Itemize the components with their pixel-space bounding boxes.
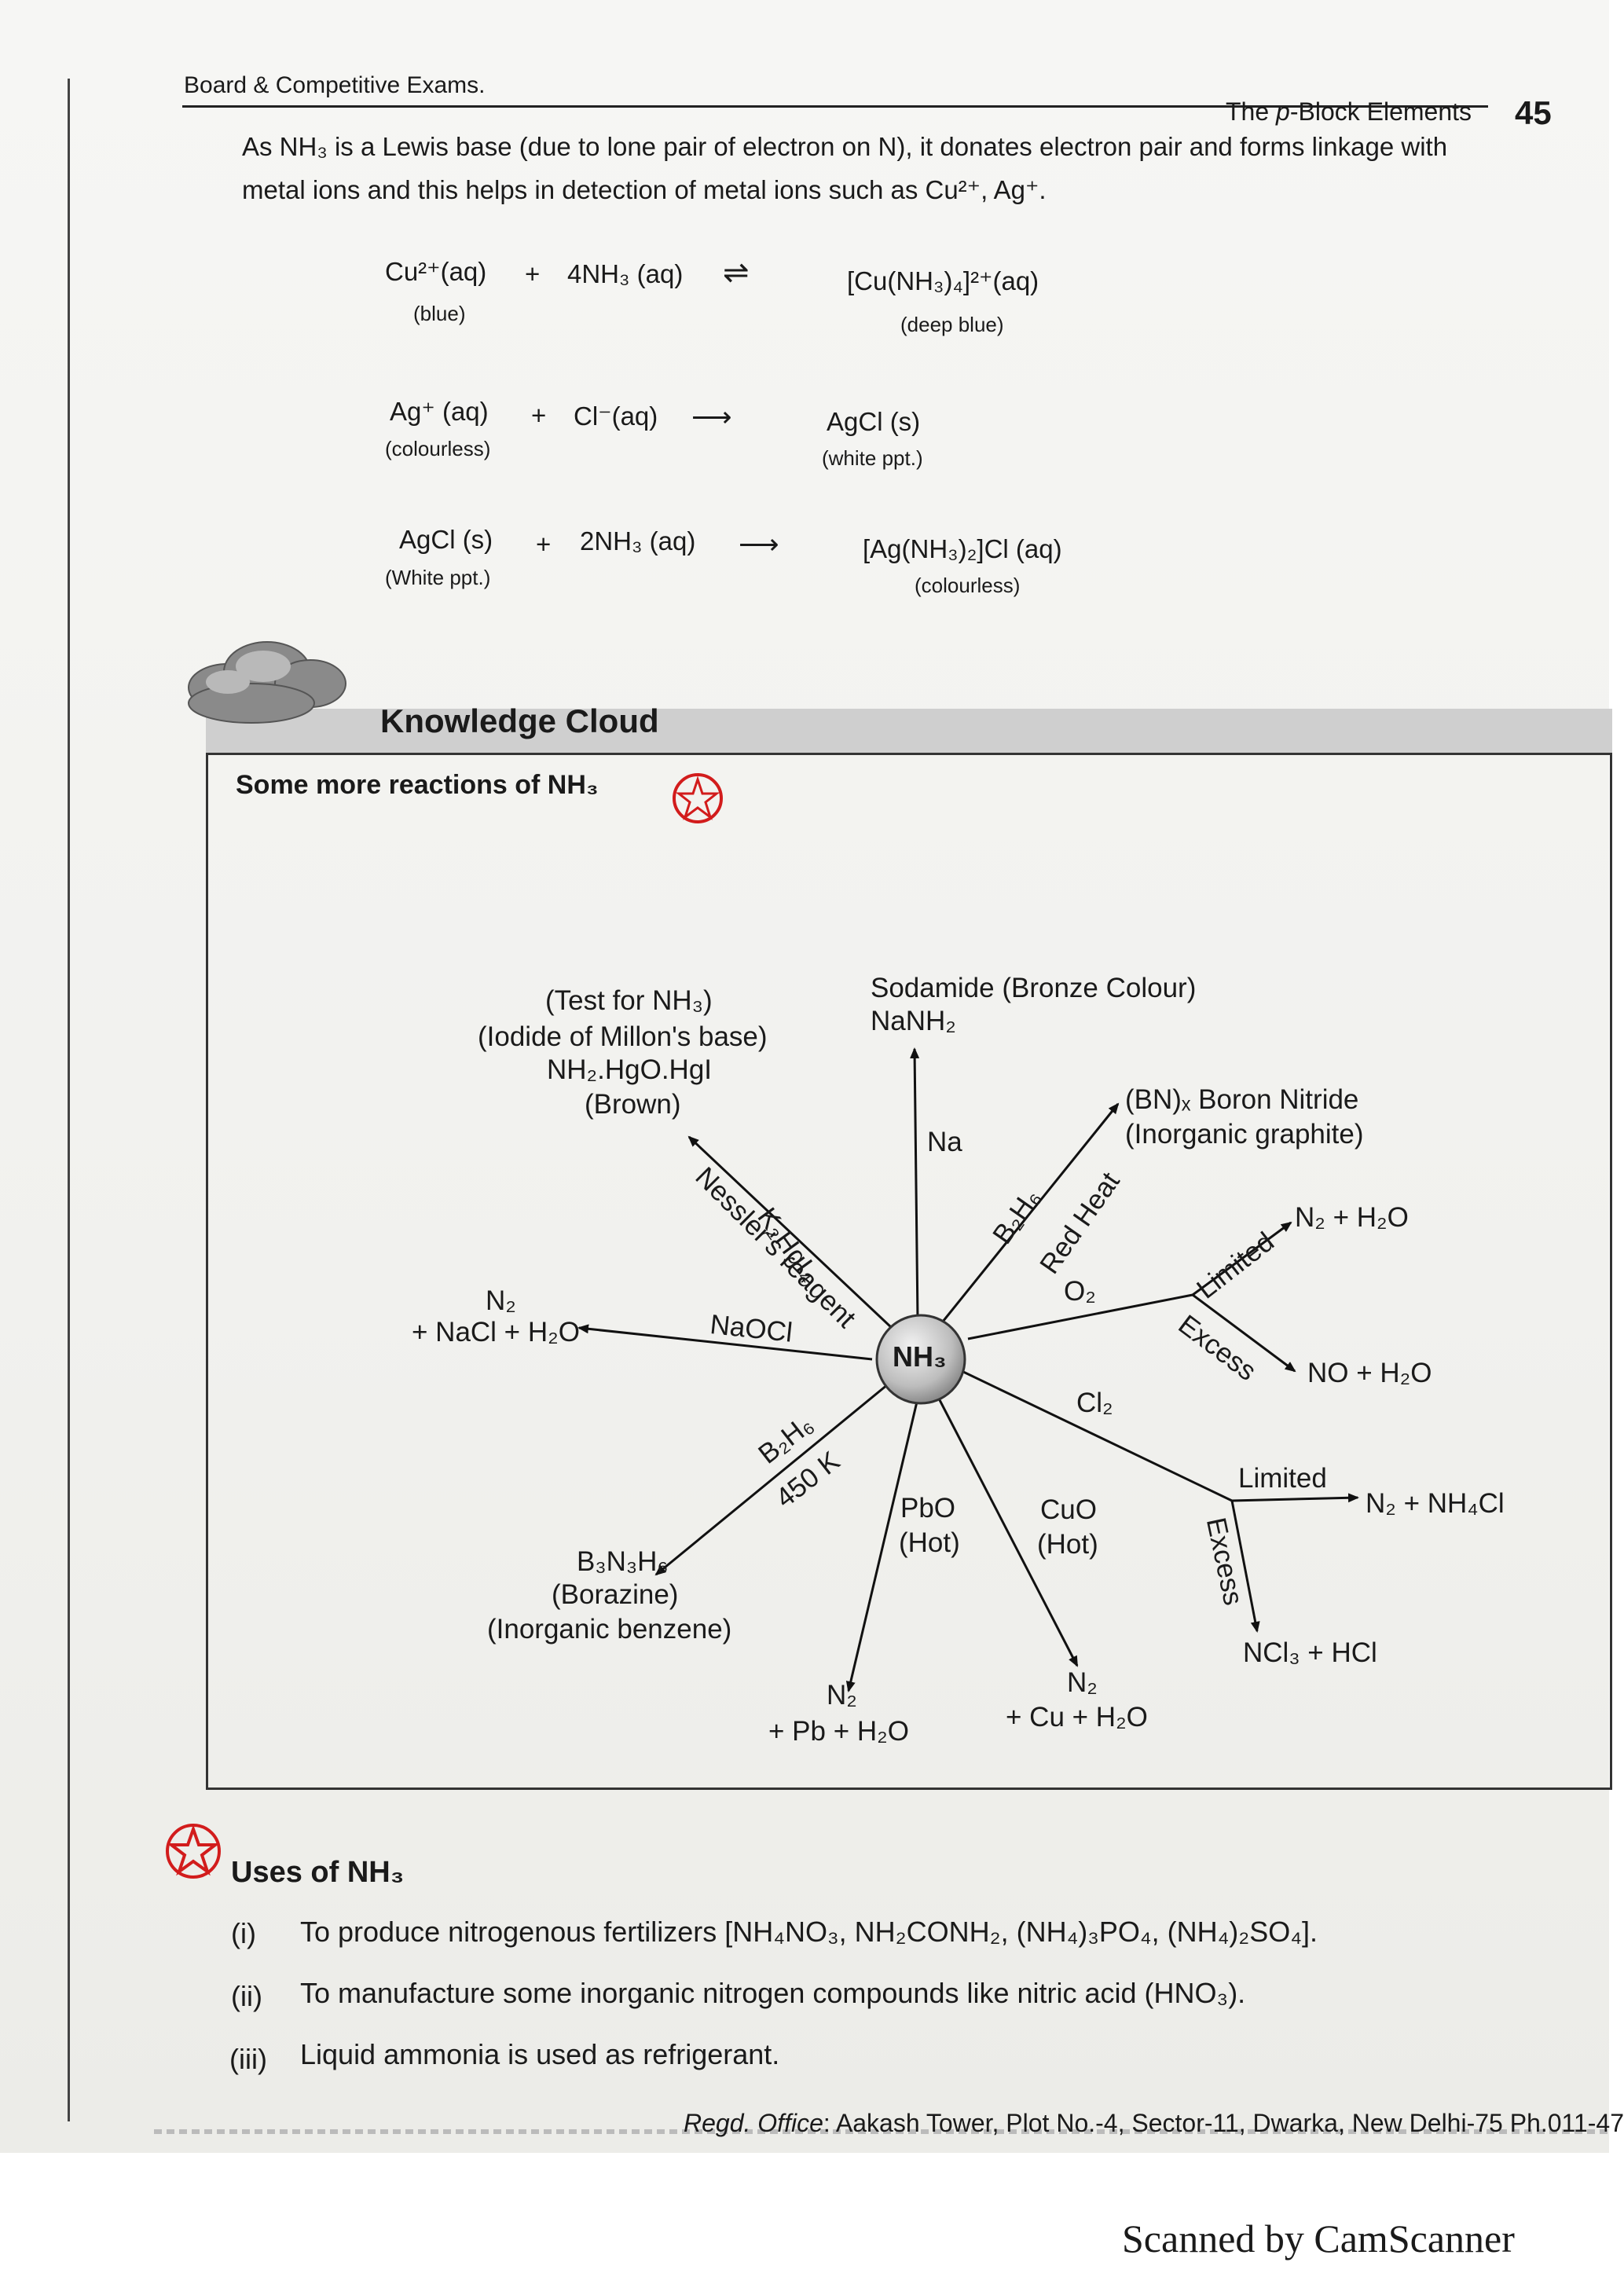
- millon-base-label: (Iodide of Millon's base): [478, 1021, 768, 1052]
- eq1-reactant2: 4NH₃ (aq): [567, 259, 684, 288]
- reagent-cuo: CuO: [1040, 1494, 1097, 1525]
- eq3-note-product: (colourless): [915, 574, 1021, 597]
- product-ncl3-hcl: NCl₃ + HCl: [1243, 1637, 1377, 1668]
- millon-colour: (Brown): [585, 1089, 681, 1120]
- eq1-reactant1: Cu²⁺(aq): [385, 257, 487, 286]
- uses-item-number: (iii): [229, 2043, 267, 2075]
- eq2-note-reactant: (colourless): [385, 437, 491, 460]
- arrow-oxygen-excess: [1192, 1293, 1296, 1373]
- reagent-cuo-hot: (Hot): [1037, 1529, 1098, 1560]
- chapter-title-suffix: -Block Elements: [1289, 97, 1472, 126]
- arrow-naocl: [577, 1324, 873, 1361]
- eq3-product: [Ag(NH₃)₂]Cl (aq): [863, 534, 1062, 563]
- arrow-pbo: [845, 1398, 919, 1692]
- intro-line-1: As NH₃ is a Lewis base (due to lone pair…: [242, 132, 1448, 161]
- arrow-nessler: [687, 1135, 893, 1329]
- uses-item-text: To manufacture some inorganic nitrogen c…: [300, 1977, 1246, 2009]
- knowledge-cloud-title: Knowledge Cloud: [380, 702, 659, 739]
- footer-office: Regd. Office: Aakash Tower, Plot No.-4, …: [684, 2109, 1624, 2138]
- reagent-pbo-hot: (Hot): [899, 1527, 960, 1558]
- scanner-watermark: Scanned by CamScanner: [1122, 2216, 1515, 2260]
- eq2-note-product: (white ppt.): [822, 446, 923, 470]
- footer-office-label: Regd. Office: [684, 2109, 823, 2137]
- eq1-product: [Cu(NH₃)₄]²⁺(aq): [847, 266, 1039, 295]
- arrow-cuo: [937, 1396, 1079, 1667]
- line-chlorine: [959, 1369, 1233, 1502]
- eq3-reactant2: 2NH₃ (aq): [580, 526, 696, 556]
- uses-item-number: (ii): [231, 1980, 262, 2012]
- header-rule: [182, 105, 1488, 108]
- borazine-formula: B₃N₃H₆: [577, 1546, 669, 1577]
- sodamide-label: Sodamide (Bronze Colour): [871, 973, 1197, 1003]
- page-number: 45: [1515, 94, 1552, 131]
- product-naocl-n2: N₂: [486, 1285, 516, 1316]
- eq3-arrow: ⟶: [739, 528, 779, 560]
- knowledge-cloud-subtitle: Some more reactions of NH₃: [236, 770, 599, 800]
- chapter-title-prefix: The: [1226, 97, 1277, 126]
- eq1-note-reactant: (blue): [413, 302, 466, 325]
- center-nh3-label: NH₃: [893, 1340, 947, 1373]
- eq3-note-reactant: (White ppt.): [385, 566, 491, 589]
- uses-item-number: (i): [231, 1917, 256, 1949]
- arrow-oxygen-limited: [1192, 1221, 1292, 1296]
- uses-item-text: Liquid ammonia is used as refrigerant.: [300, 2038, 780, 2070]
- page-margin-line: [68, 79, 70, 2121]
- knowledge-cloud-banner: [206, 709, 1612, 755]
- product-pb-n2: N₂: [827, 1680, 857, 1710]
- product-cu-rest: + Cu + H₂O: [1006, 1702, 1148, 1732]
- boron-nitride-label: (BN)ₓ Boron Nitride: [1125, 1084, 1359, 1115]
- line-oxygen: [967, 1293, 1193, 1340]
- page-background: [0, 0, 1609, 2153]
- eq1-equilibrium-arrow: ⇌: [723, 255, 750, 290]
- boron-nitride-note: (Inorganic graphite): [1125, 1119, 1364, 1150]
- arrow-diborane-bottom: [654, 1383, 889, 1576]
- eq2-product: AgCl (s): [827, 407, 921, 436]
- cloud-icon: [188, 641, 346, 724]
- arrow-diborane-top: [941, 1102, 1120, 1322]
- arrow-chlorine-limited: [1231, 1493, 1359, 1503]
- borazine-name: (Borazine): [552, 1579, 679, 1610]
- intro-line-2: metal ions and this helps in detection o…: [242, 175, 1047, 204]
- eq2-reactant1: Ag⁺ (aq): [390, 397, 489, 426]
- eq2-reactant2: Cl⁻(aq): [574, 402, 658, 431]
- eq1-plus: +: [525, 259, 541, 288]
- millon-test-label: (Test for NH₃): [545, 985, 713, 1016]
- sodamide-formula: NaNH₂: [871, 1006, 956, 1036]
- product-naocl-rest: + NaCl + H₂O: [412, 1317, 580, 1348]
- star-mark-icon: [673, 773, 723, 823]
- borazine-note: (Inorganic benzene): [487, 1614, 732, 1644]
- reagent-oxygen: O₂: [1064, 1276, 1096, 1307]
- eq1-note-product: (deep blue): [900, 313, 1004, 336]
- product-pb-rest: + Pb + H₂O: [768, 1716, 909, 1747]
- arrow-sodium: [910, 1047, 920, 1321]
- product-cu-n2: N₂: [1067, 1667, 1098, 1698]
- eq3-reactant1: AgCl (s): [399, 525, 493, 554]
- product-n2-h2o: N₂ + H₂O: [1295, 1202, 1409, 1233]
- uses-title: Uses of NH₃: [231, 1856, 405, 1889]
- arrow-chlorine-excess: [1230, 1500, 1260, 1633]
- reagent-chlorine-limited: Limited: [1238, 1463, 1327, 1494]
- chapter-title: The p-Block Elements: [1226, 97, 1472, 126]
- uses-item-text: To produce nitrogenous fertilizers [NH₄N…: [300, 1916, 1318, 1948]
- nh3-center-node: [875, 1314, 966, 1405]
- star-mark-icon-uses: [166, 1824, 221, 1879]
- millon-formula: NH₂.HgO.HgI: [547, 1054, 713, 1085]
- product-no-h2o: NO + H₂O: [1307, 1358, 1432, 1388]
- product-n2-nh4cl: N₂ + NH₄Cl: [1366, 1488, 1505, 1519]
- reagent-pbo: PbO: [900, 1493, 956, 1524]
- reagent-sodium: Na: [927, 1127, 962, 1157]
- eq2-plus: +: [531, 401, 547, 430]
- eq2-arrow: ⟶: [691, 401, 732, 433]
- header-exam-label: Board & Competitive Exams.: [184, 72, 486, 98]
- eq3-plus: +: [536, 530, 552, 559]
- reagent-chlorine: Cl₂: [1076, 1388, 1113, 1418]
- footer-office-text: : Aakash Tower, Plot No.-4, Sector-11, D…: [823, 2109, 1624, 2137]
- footer-rule: [154, 2129, 1609, 2134]
- chapter-title-italic: p: [1276, 97, 1290, 126]
